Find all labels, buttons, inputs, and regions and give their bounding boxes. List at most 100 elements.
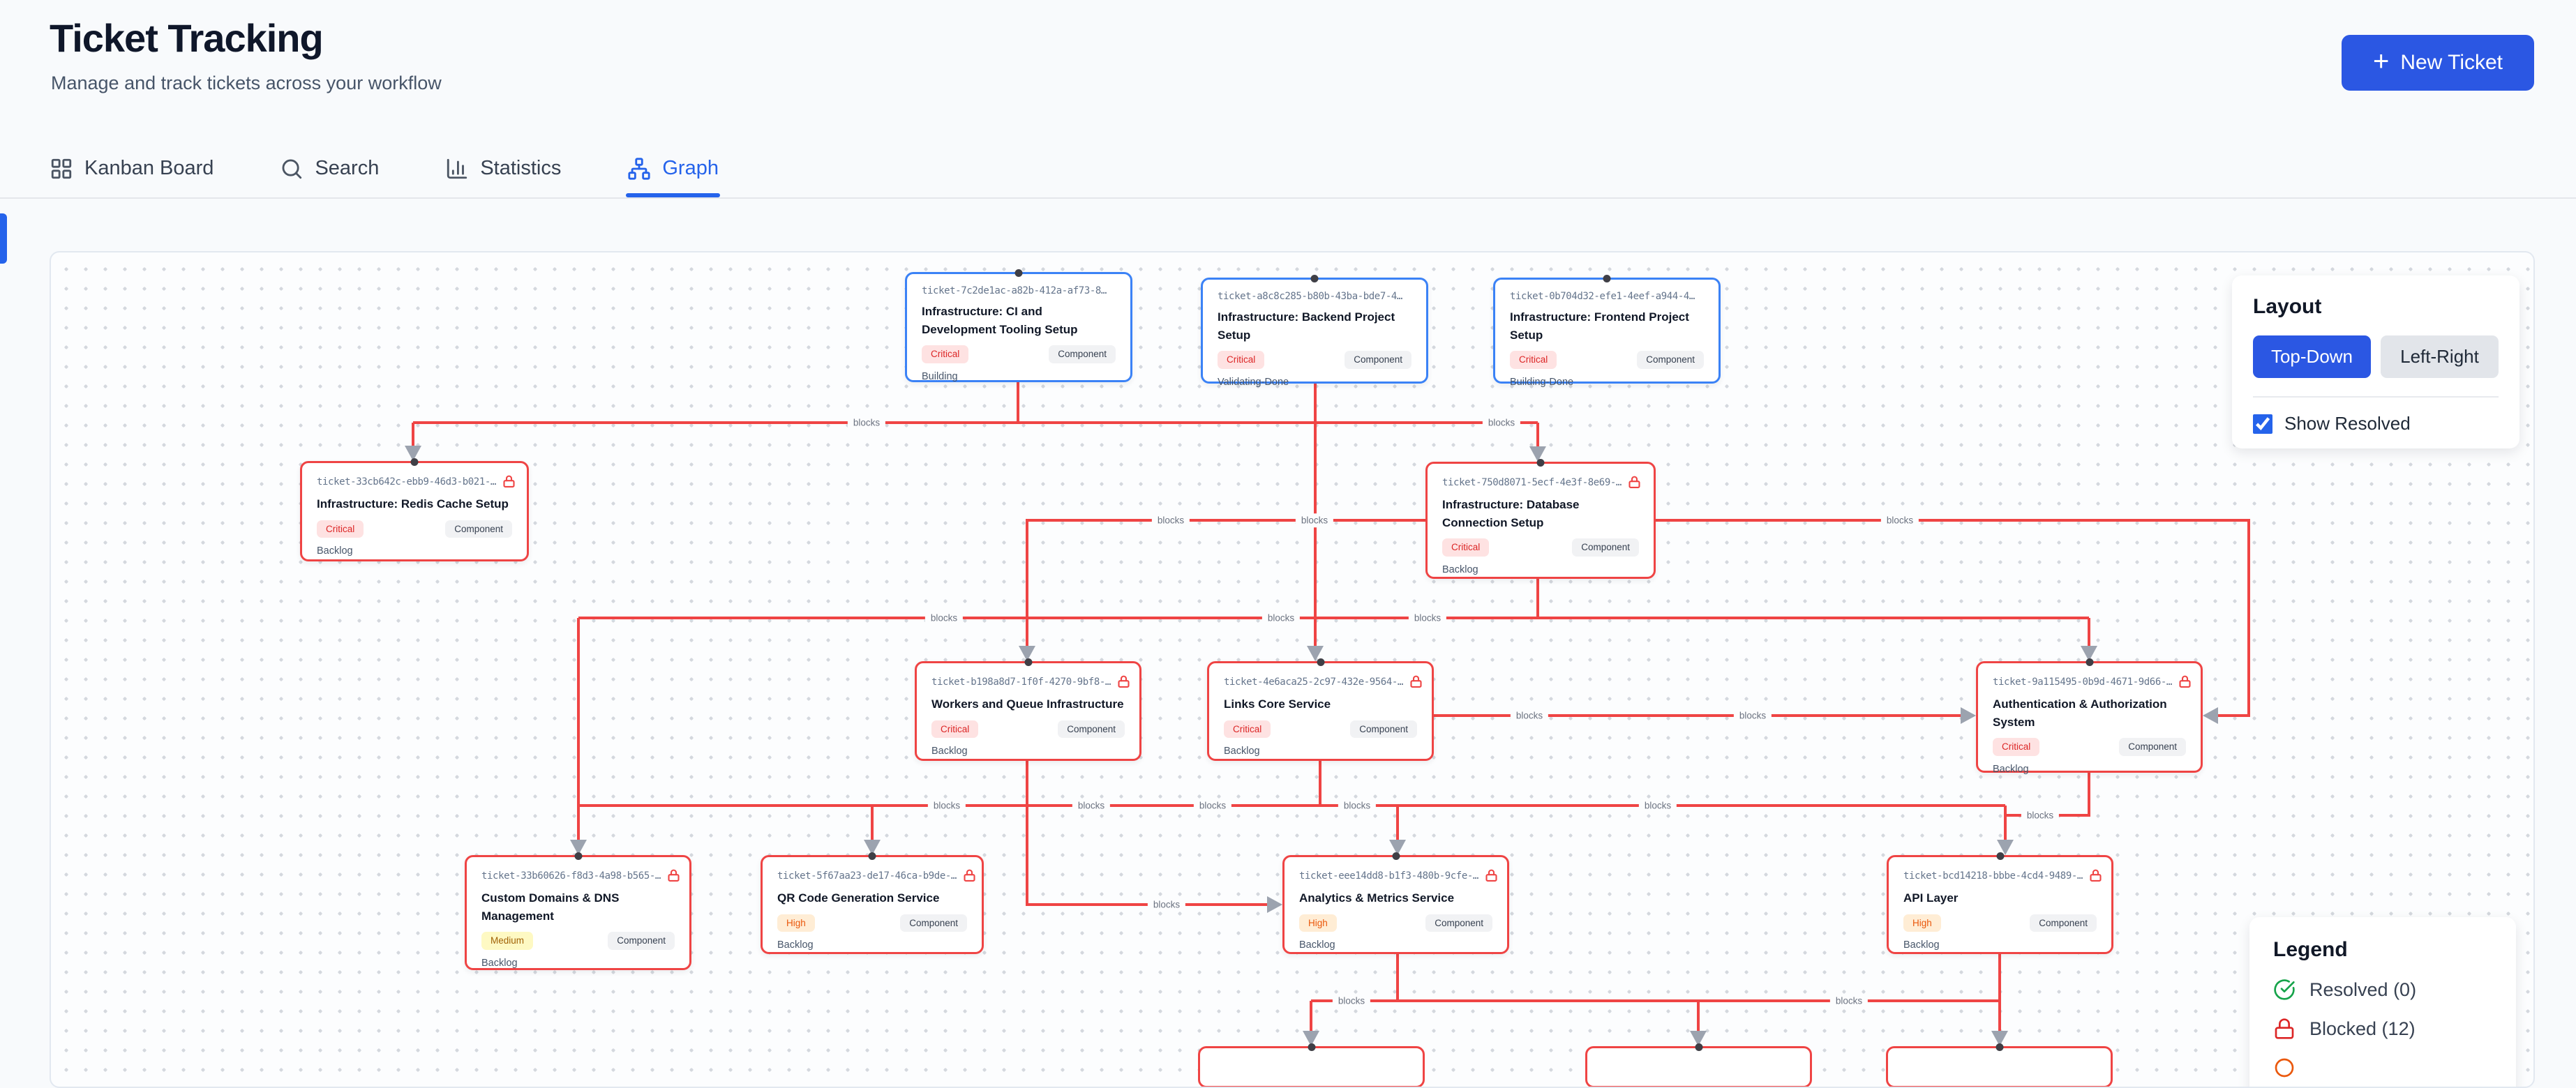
component-badge: Component: [1049, 345, 1116, 363]
ticket-id: ticket-0b704d32-efe1-4eef-a944-4…: [1510, 291, 1695, 302]
connection-handle[interactable]: [1996, 852, 2004, 860]
severity-badge: Critical: [1218, 351, 1265, 369]
connection-handle[interactable]: [410, 458, 419, 466]
bar-chart-icon: [447, 158, 467, 179]
connection-handle[interactable]: [1536, 459, 1545, 467]
edge-label-blocks: blocks: [1151, 513, 1190, 527]
ticket-status: Validating-Done: [1218, 376, 1289, 388]
severity-badge: Critical: [1510, 351, 1557, 369]
edge-label-blocks: blocks: [1147, 898, 1186, 912]
ticket-node[interactable]: ticket-5f67aa23-de17-46ca-b9de-…QR Code …: [761, 852, 984, 954]
tab-label: Graph: [662, 157, 719, 179]
ticket-status: Building: [922, 370, 958, 382]
connection-handle[interactable]: [868, 852, 876, 860]
lock-icon: [503, 475, 515, 488]
edge-arrowhead-icon: [864, 840, 881, 855]
connection-handle[interactable]: [2085, 658, 2093, 666]
ticket-node[interactable]: ticket-33b60626-f8d3-4a98-b565-…Custom D…: [465, 852, 691, 970]
connection-handle[interactable]: [1392, 852, 1400, 860]
ticket-status: Backlog: [777, 939, 814, 951]
edge-label-blocks: blocks: [1510, 709, 1549, 723]
edge-label-blocks: blocks: [1482, 416, 1521, 430]
ticket-node[interactable]: ticket-bcd14218-bbbe-4cd4-9489-…API Laye…: [1887, 852, 2113, 954]
severity-badge: Critical: [1224, 720, 1271, 739]
component-badge: Component: [608, 932, 675, 950]
component-badge: Component: [445, 520, 512, 538]
network-icon: [628, 157, 650, 180]
ticket-node-clipped[interactable]: [1585, 1043, 1812, 1087]
ticket-id: ticket-7c2de1ac-a82b-412a-af73-8…: [922, 285, 1107, 296]
edge-label-blocks: blocks: [2021, 808, 2060, 822]
component-badge: Component: [1058, 720, 1125, 739]
edge-label-blocks: blocks: [924, 611, 964, 625]
divider: [2253, 396, 2499, 398]
ticket-id: ticket-750d8071-5ecf-4e3f-8e69-…: [1442, 476, 1622, 488]
ticket-title: Infrastructure: Frontend Project Setup: [1510, 310, 1689, 342]
layout-panel-title: Layout: [2253, 295, 2322, 318]
edge-label-blocks: blocks: [1332, 994, 1371, 1008]
ticket-status: Backlog: [1903, 939, 1940, 951]
ticket-node[interactable]: ticket-9a115495-0b9d-4671-9d66-…Authenti…: [1976, 658, 2203, 775]
ticket-node[interactable]: ticket-4e6aca25-2c97-432e-9564-…Links Co…: [1207, 658, 1434, 761]
tab-label: Statistics: [480, 157, 562, 179]
ticket-status: Backlog: [1299, 939, 1335, 951]
edge-arrowhead-icon: [1529, 446, 1546, 462]
ticket-id: ticket-33b60626-f8d3-4a98-b565-…: [481, 870, 661, 882]
edge-label-blocks: blocks: [1261, 611, 1301, 625]
ticket-node[interactable]: ticket-750d8071-5ecf-4e3f-8e69-…Infrastr…: [1425, 459, 1656, 579]
component-badge: Component: [1350, 720, 1417, 739]
ticket-id: ticket-33cb642c-ebb9-46d3-b021-…: [317, 476, 496, 488]
lock-icon: [1410, 675, 1422, 688]
dependency-edges: [405, 382, 2250, 1046]
edge-arrowhead-icon: [1997, 840, 2014, 855]
left-right-button[interactable]: Left-Right: [2381, 335, 2499, 378]
connection-handle[interactable]: [1603, 275, 1611, 282]
circle-icon: [2275, 1058, 2294, 1078]
legend-item-blocked: Blocked (12): [2273, 1018, 2492, 1040]
ticket-title: Infrastructure: Redis Cache Setup: [317, 497, 509, 511]
lock-icon: [1118, 675, 1130, 688]
ticket-node[interactable]: ticket-33cb642c-ebb9-46d3-b021-… Infrastr…: [300, 458, 529, 561]
connection-handle[interactable]: [1024, 658, 1032, 666]
connection-handle: [1995, 1043, 2003, 1051]
active-nav-indicator: [0, 213, 7, 264]
lock-icon: [964, 869, 975, 882]
component-badge: Component: [1425, 914, 1492, 932]
connection-handle[interactable]: [1310, 275, 1319, 282]
severity-badge: Critical: [317, 520, 364, 538]
ticket-status: Backlog: [317, 545, 353, 557]
edge-label-blocks: blocks: [1295, 513, 1334, 527]
graph-canvas[interactable]: Layout Top-Down Left-Right Show Resolved…: [50, 251, 2535, 1088]
ticket-node-clipped[interactable]: [1198, 1043, 1425, 1087]
new-ticket-button[interactable]: + New Ticket: [2342, 35, 2534, 91]
tab-statistics[interactable]: Statistics: [445, 139, 561, 197]
ticket-title: API Layer: [1903, 891, 1959, 905]
connection-handle[interactable]: [1317, 658, 1324, 666]
top-down-button[interactable]: Top-Down: [2253, 335, 2371, 378]
show-resolved-checkbox[interactable]: [2253, 414, 2272, 434]
ticket-title: Analytics & Metrics Service: [1299, 891, 1455, 905]
ticket-node[interactable]: ticket-eee14dd8-b1f3-480b-9cfe-…Analytic…: [1282, 852, 1509, 954]
ticket-node[interactable]: ticket-7c2de1ac-a82b-412a-af73-8…Infrast…: [905, 269, 1132, 382]
connection-handle[interactable]: [1014, 269, 1023, 277]
edge-line: [1656, 519, 2250, 717]
edge-arrowhead-icon: [1303, 1031, 1319, 1046]
ticket-node[interactable]: ticket-0b704d32-efe1-4eef-a944-4… Infrast…: [1493, 275, 1721, 388]
plus-icon: +: [2372, 46, 2390, 77]
ticket-node[interactable]: ticket-b198a8d7-1f0f-4270-9bf8-…Workers …: [915, 658, 1141, 761]
edge-label-blocks: blocks: [1829, 994, 1869, 1008]
tab-kanban-board[interactable]: Kanban Board: [50, 139, 214, 197]
page-subtitle: Manage and track tickets across your wor…: [51, 73, 442, 93]
ticket-node-clipped[interactable]: [1886, 1043, 2113, 1087]
ticket-node[interactable]: ticket-a8c8c285-b80b-43ba-bde7-4…Infrast…: [1201, 275, 1428, 388]
edge-label-blocks: blocks: [1338, 799, 1377, 813]
ticket-title: QR Code Generation Service: [777, 891, 940, 905]
ticket-id: ticket-4e6aca25-2c97-432e-9564-…: [1224, 676, 1403, 688]
connection-handle[interactable]: [574, 852, 582, 860]
tab-search[interactable]: Search: [280, 139, 379, 197]
tab-label: Kanban Board: [84, 157, 214, 179]
page-title: Ticket Tracking: [50, 16, 324, 60]
ticket-status: Building-Done: [1510, 376, 1574, 388]
ticket-status: Backlog: [1224, 746, 1260, 757]
tab-graph[interactable]: Graph: [626, 139, 720, 197]
